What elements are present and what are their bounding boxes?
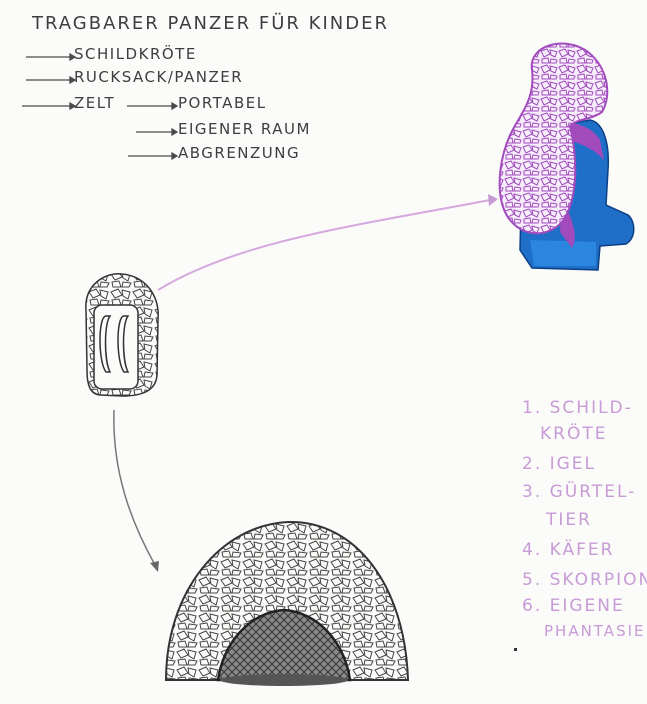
list-item-2: 2. IGEL xyxy=(522,454,596,474)
list-item-1: 1. SCHILD- xyxy=(522,398,633,418)
list-item-4: 4. KÄFER xyxy=(522,540,614,560)
note-line-eigener-raum: EIGENER RAUM xyxy=(178,120,311,138)
note-line-rucksack: RUCKSACK/PANZER xyxy=(74,68,243,86)
note-line-zelt: ZELT xyxy=(74,94,115,112)
grey-arrow xyxy=(114,410,159,572)
colored-backpack-drawing xyxy=(500,44,634,270)
list-item-5: 5. SKORPION xyxy=(522,570,647,590)
small-backpack-sketch xyxy=(86,274,158,396)
list-item-3-cont: TIER xyxy=(546,510,592,530)
notes-title: TRAGBARER PANZER FÜR KINDER xyxy=(32,13,389,34)
list-item-6-cont: PHANTASIE xyxy=(544,622,646,640)
note-line-abgrenzung: ABGRENZUNG xyxy=(178,144,300,162)
list-item-6: 6. EIGENE xyxy=(522,596,625,616)
note-line-portabel: PORTABEL xyxy=(178,94,267,112)
list-item-1-cont: KRÖTE xyxy=(540,424,607,444)
pink-arrow xyxy=(158,194,498,290)
dome-tent-drawing xyxy=(166,522,408,686)
list-item-3: 3. GÜRTEL- xyxy=(522,482,636,502)
ink-dot xyxy=(514,648,517,651)
note-line-schildkroete: SCHILDKRÖTE xyxy=(74,45,197,63)
